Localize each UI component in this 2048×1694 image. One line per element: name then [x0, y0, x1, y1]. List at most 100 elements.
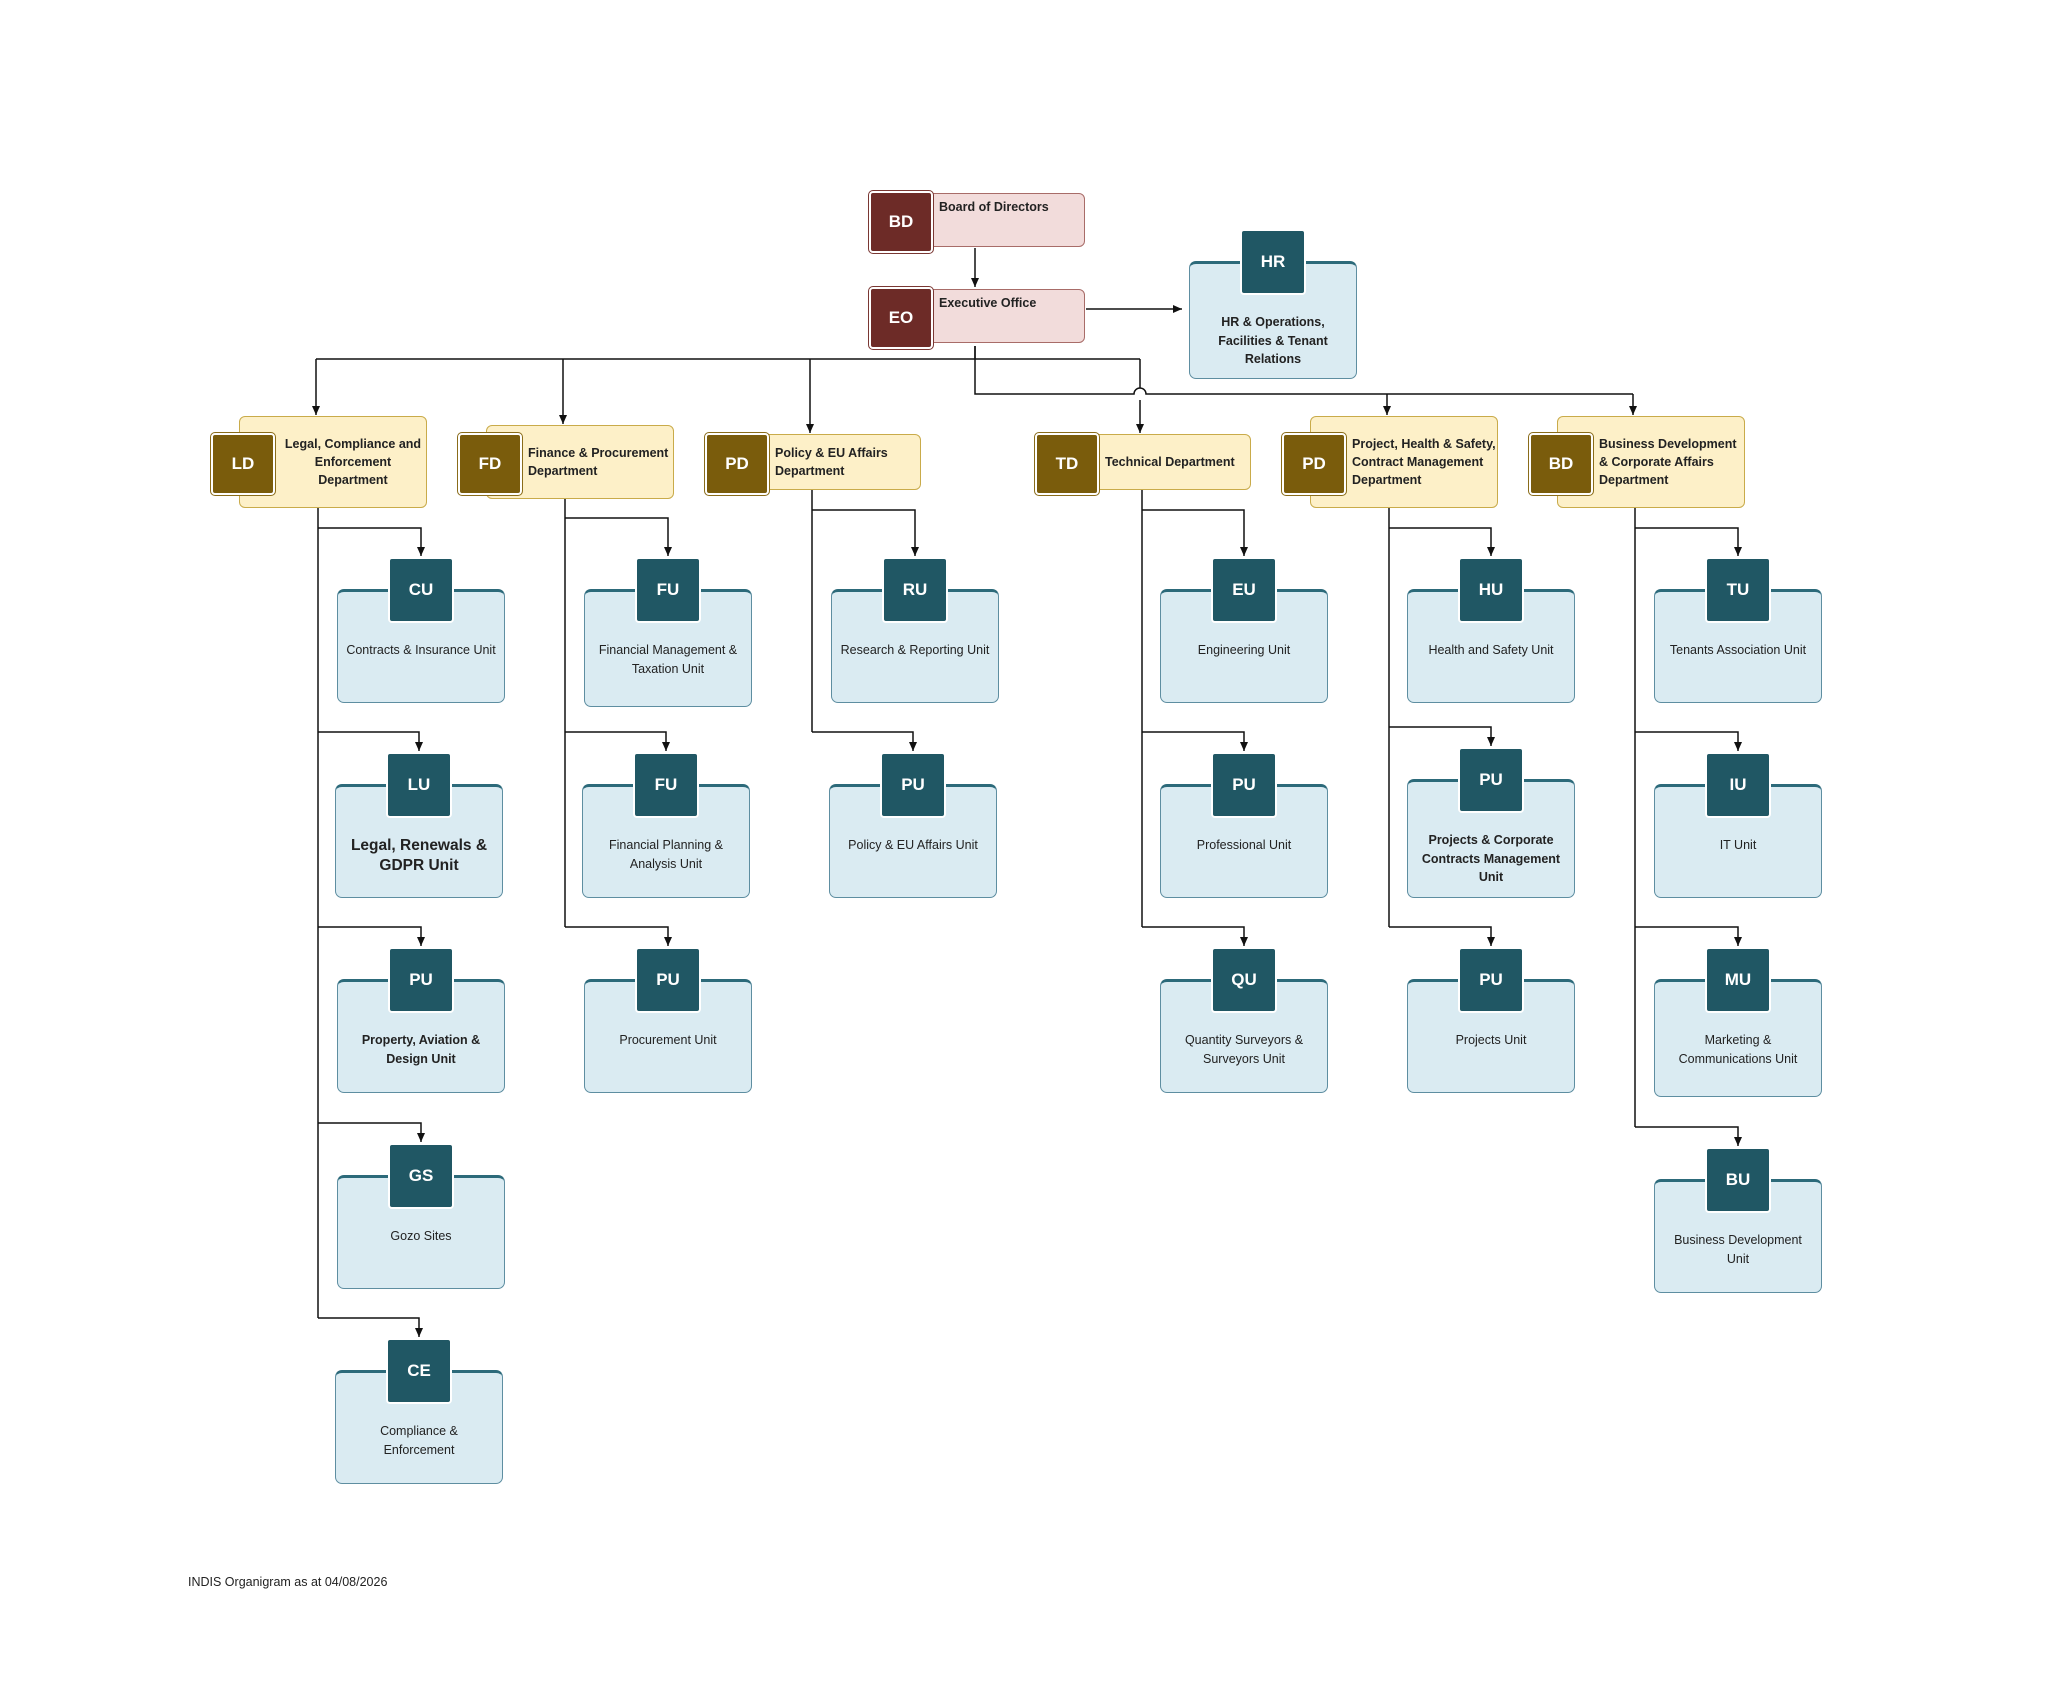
hr-unit-node[interactable]: HR HR & Operations, Facilities & Tenant …	[1189, 229, 1357, 379]
dept-label: Finance & Procurement Department	[528, 446, 669, 478]
unit-tenants-association[interactable]: TU Tenants Association Unit	[1654, 557, 1822, 703]
unit-legal-renewals-gdpr[interactable]: LU Legal, Renewals & GDPR Unit	[335, 752, 503, 898]
dept-abbr-tile: PD	[1281, 432, 1347, 496]
unit-quantity-surveyors[interactable]: QU Quantity Surveyors & Surveyors Unit	[1160, 947, 1328, 1093]
unit-gozo-sites[interactable]: GS Gozo Sites	[337, 1143, 505, 1289]
connector-business-iu	[1635, 731, 1742, 751]
connector-project-pu1	[1389, 726, 1495, 746]
unit-abbr-tile: CU	[388, 557, 454, 623]
connector-project-pu2	[1389, 926, 1495, 946]
dept-project-health-safety[interactable]: PD Project, Health & Safety, Contract Ma…	[1281, 416, 1500, 508]
connector-finance-pu	[565, 926, 672, 946]
connector-exec-bus-2	[974, 346, 1633, 395]
executive-office-node[interactable]: EO Executive Office	[868, 286, 1087, 350]
connector-legal-ce	[318, 1317, 423, 1337]
unit-abbr-tile: RU	[882, 557, 948, 623]
unit-label: Health and Safety Unit	[1428, 643, 1554, 657]
unit-financial-management-taxation[interactable]: FU Financial Management & Taxation Unit	[584, 557, 752, 707]
dept-abbr-tile: PD	[704, 432, 770, 496]
dept-abbr-tile: BD	[1528, 432, 1594, 496]
board-label: Board of Directors	[939, 200, 1049, 214]
unit-it[interactable]: IU IT Unit	[1654, 752, 1822, 898]
unit-abbr-tile: BU	[1705, 1147, 1771, 1213]
connector-finance-fu2	[565, 731, 670, 751]
unit-marketing-communications[interactable]: MU Marketing & Communications Unit	[1654, 947, 1822, 1097]
connector-business-bu	[1635, 1126, 1742, 1146]
unit-research-reporting[interactable]: RU Research & Reporting Unit	[831, 557, 999, 703]
dept-label: Legal, Compliance and Enforcement Depart…	[284, 437, 422, 487]
unit-procurement[interactable]: PU Procurement Unit	[584, 947, 752, 1093]
unit-business-development[interactable]: BU Business Development Unit	[1654, 1147, 1822, 1293]
unit-abbr-tile: HU	[1458, 557, 1524, 623]
dept-label: Technical Department	[1105, 455, 1235, 469]
unit-card	[584, 589, 752, 707]
unit-label: Contracts & Insurance Unit	[346, 643, 496, 657]
board-of-directors-node[interactable]: BD Board of Directors	[868, 190, 1087, 254]
unit-abbr-tile: FU	[633, 752, 699, 818]
unit-label: Legal, Renewals & GDPR Unit	[350, 837, 488, 874]
unit-abbr-tile: PU	[1458, 747, 1524, 813]
unit-abbr-tile: EU	[1211, 557, 1277, 623]
connector-business-mu	[1635, 926, 1742, 946]
unit-projects[interactable]: PU Projects Unit	[1407, 947, 1575, 1093]
dept-label: Business Development & Corporate Affairs…	[1599, 437, 1737, 487]
unit-abbr-tile: PU	[1211, 752, 1277, 818]
unit-label: Financial Management & Taxation Unit	[598, 643, 738, 676]
dept-label: Project, Health & Safety, Contract Manag…	[1352, 437, 1496, 487]
connector-finance-fu1	[565, 517, 672, 556]
unit-abbr-tile: CE	[386, 1338, 452, 1404]
unit-label: Marketing & Communications Unit	[1678, 1033, 1798, 1066]
unit-label: Financial Planning & Analysis Unit	[609, 838, 723, 871]
connector-technical-pu	[1142, 731, 1248, 751]
connector-legal-gs	[318, 1122, 425, 1142]
dept-abbr-tile: TD	[1034, 432, 1100, 496]
unit-abbr-tile: FU	[635, 557, 701, 623]
unit-label: Quantity Surveyors & Surveyors Unit	[1184, 1033, 1304, 1066]
exec-label: Executive Office	[939, 296, 1037, 310]
unit-property-aviation-design[interactable]: PU Property, Aviation & Design Unit	[337, 947, 505, 1093]
unit-label: Research & Reporting Unit	[840, 643, 990, 657]
unit-label: Property, Aviation & Design Unit	[361, 1033, 481, 1066]
connector-policy-ru	[812, 509, 919, 556]
dept-abbr-tile: FD	[457, 432, 523, 496]
unit-label: Professional Unit	[1196, 838, 1292, 852]
dept-label: Policy & EU Affairs Department	[775, 446, 888, 478]
unit-abbr-tile: PU	[1458, 947, 1524, 1013]
unit-label: Engineering Unit	[1197, 643, 1291, 657]
unit-label: Business Development Unit	[1674, 1233, 1802, 1266]
dept-finance-procurement[interactable]: FD Finance & Procurement Department	[457, 425, 676, 499]
unit-label: Projects Unit	[1455, 1033, 1527, 1047]
board-card	[925, 193, 1085, 247]
board-abbr-tile: BD	[868, 190, 934, 254]
unit-abbr-tile: HR	[1240, 229, 1306, 295]
unit-projects-corporate-contracts[interactable]: PU Projects & Corporate Contracts Manage…	[1407, 747, 1575, 898]
unit-label: Compliance & Enforcement	[380, 1424, 458, 1457]
unit-engineering[interactable]: EU Engineering Unit	[1160, 557, 1328, 703]
unit-compliance-enforcement[interactable]: CE Compliance & Enforcement	[335, 1338, 503, 1484]
unit-abbr-tile: QU	[1211, 947, 1277, 1013]
unit-label: Tenants Association Unit	[1669, 643, 1807, 657]
dept-policy-eu-affairs[interactable]: PD Policy & EU Affairs Department	[704, 432, 923, 496]
unit-label: Procurement Unit	[619, 1033, 717, 1047]
unit-financial-planning-analysis[interactable]: FU Financial Planning & Analysis Unit	[582, 752, 750, 898]
exec-abbr-tile: EO	[868, 286, 934, 350]
connector-legal-lu	[318, 731, 423, 751]
connector-business-tu	[1635, 527, 1742, 556]
unit-professional[interactable]: PU Professional Unit	[1160, 752, 1328, 898]
unit-abbr-tile: GS	[388, 1143, 454, 1209]
exec-card	[925, 289, 1085, 343]
footer-caption: INDIS Organigram as at 04/08/2026	[188, 1575, 388, 1589]
unit-policy-eu-affairs[interactable]: PU Policy & EU Affairs Unit	[829, 752, 997, 898]
connector-legal-pu	[318, 926, 425, 946]
unit-label: HR & Operations, Facilities & Tenant Rel…	[1218, 315, 1328, 366]
unit-contracts-insurance[interactable]: CU Contracts & Insurance Unit	[337, 557, 505, 703]
dept-legal-compliance[interactable]: LD Legal, Compliance and Enforcement Dep…	[210, 416, 429, 508]
dept-business-development[interactable]: BD Business Development & Corporate Affa…	[1528, 416, 1747, 508]
unit-abbr-tile: MU	[1705, 947, 1771, 1013]
unit-label: Gozo Sites	[390, 1229, 452, 1243]
unit-health-safety[interactable]: HU Health and Safety Unit	[1407, 557, 1575, 703]
dept-technical[interactable]: TD Technical Department	[1034, 432, 1253, 496]
unit-label: Policy & EU Affairs Unit	[848, 838, 978, 852]
